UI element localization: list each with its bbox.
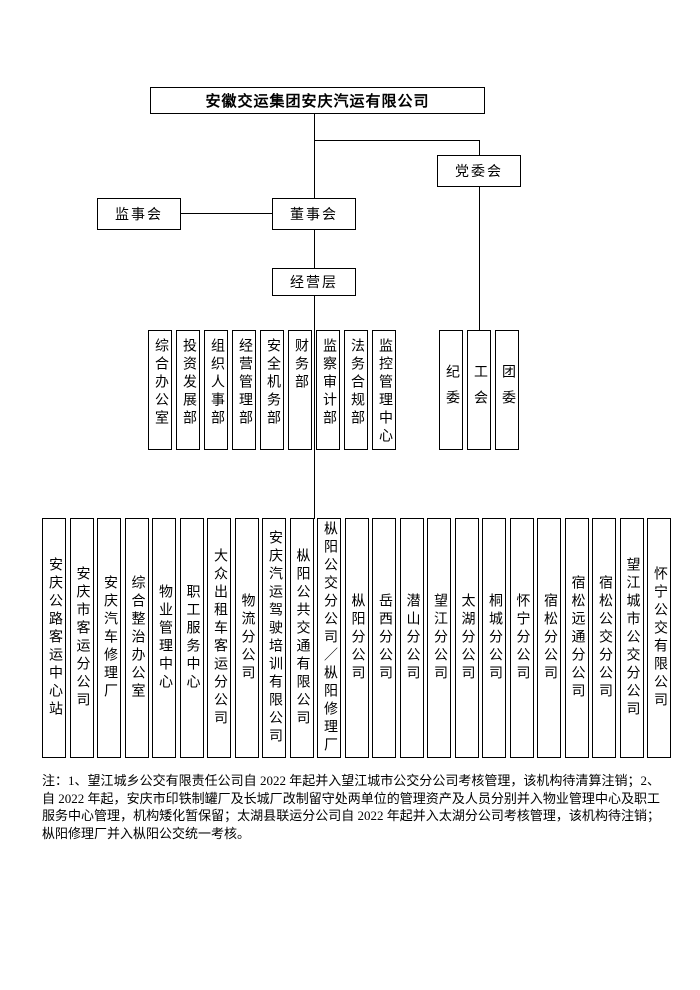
subsidiary-box: 潜山分公司 <box>399 518 424 758</box>
subsidiary-box: 职工服务中心 <box>179 518 204 758</box>
department-label: 监察审计部 <box>321 338 336 428</box>
subsidiary-label: 安庆汽车修理厂 <box>102 575 117 701</box>
subsidiary-label: 桐城分公司 <box>487 593 502 683</box>
subsidiary-box: 望江城市公交分公司 <box>619 518 644 758</box>
party-branch-hline <box>314 140 479 141</box>
root-company-box: 安徽交运集团安庆汽运有限公司 <box>150 87 485 114</box>
subsidiary-label: 怀宁公交有限公司 <box>652 566 667 710</box>
subsidiary-box: 太湖分公司 <box>454 518 479 758</box>
subsidiary-label: 安庆汽运驾驶培训有限公司 <box>267 530 282 746</box>
subsidiary-label: 宿松远通分公司 <box>569 575 585 701</box>
subsidiary-box: 枞阳公共交通有限公司 <box>289 518 314 758</box>
party-branches-row: 纪委 工会 团委 <box>439 330 519 450</box>
department-box: 综合办公室 <box>148 330 172 450</box>
subsidiary-label: 望江分公司 <box>432 593 447 683</box>
subsidiary-label: 怀宁分公司 <box>514 593 530 683</box>
subsidiary-label: 综合整治办公室 <box>129 575 145 701</box>
subsidiary-box: 枞阳分公司 <box>344 518 369 758</box>
departments-row: 综合办公室 投资发展部 组织人事部 经营管理部 安全机务部 财务部 监察审计部 … <box>148 330 396 450</box>
committee-box: 团委 <box>495 330 519 450</box>
committee-label: 团委 <box>500 364 515 416</box>
committee-box: 工会 <box>467 330 491 450</box>
board-management-vline <box>314 230 315 268</box>
trunk-line-lower <box>314 296 315 519</box>
subsidiary-label: 安庆公路客运中心站 <box>47 557 62 719</box>
department-box: 投资发展部 <box>176 330 200 450</box>
subsidiary-box: 安庆汽运驾驶培训有限公司 <box>262 518 286 758</box>
department-label: 财务部 <box>293 338 308 392</box>
supervisory-hline <box>181 213 272 214</box>
department-label: 监控管理中心 <box>377 338 392 446</box>
subsidiary-box: 安庆公路客运中心站 <box>42 518 66 758</box>
subsidiary-box: 宿松公交分公司 <box>592 518 616 758</box>
department-label: 投资发展部 <box>181 338 196 428</box>
subsidiaries-row: 安庆公路客运中心站 安庆市客运分公司 安庆汽车修理厂 综合整治办公室 物业管理中… <box>42 518 671 758</box>
subsidiary-box: 物业管理中心 <box>152 518 176 758</box>
department-box: 监察审计部 <box>316 330 340 450</box>
subsidiary-label: 大众出租车客运分公司 <box>212 548 227 728</box>
subsidiary-label: 物流分公司 <box>239 593 255 683</box>
subsidiary-box: 望江分公司 <box>427 518 451 758</box>
subsidiary-label: 宿松公交分公司 <box>597 575 612 701</box>
party-branches-vline <box>479 187 480 330</box>
department-label: 组织人事部 <box>209 338 224 428</box>
committee-label: 纪委 <box>444 364 459 416</box>
party-branch-vline <box>479 140 480 155</box>
department-label: 综合办公室 <box>153 338 168 428</box>
department-label: 安全机务部 <box>265 338 280 428</box>
committee-box: 纪委 <box>439 330 463 450</box>
party-committee-box: 党委会 <box>437 155 521 187</box>
department-box: 法务合规部 <box>344 330 368 450</box>
supervisory-board-box: 监事会 <box>97 198 181 230</box>
subsidiary-box: 安庆汽车修理厂 <box>97 518 121 758</box>
subsidiary-label: 宿松分公司 <box>542 593 557 683</box>
board-of-directors-box: 董事会 <box>272 198 356 230</box>
committee-label: 工会 <box>472 364 487 416</box>
subsidiary-box: 宿松分公司 <box>537 518 561 758</box>
subsidiary-box: 大众出租车客运分公司 <box>207 518 231 758</box>
subsidiary-box: 物流分公司 <box>234 518 259 758</box>
subsidiary-label: 望江城市公交分公司 <box>624 557 640 719</box>
department-box: 财务部 <box>288 330 312 450</box>
subsidiary-label: 潜山分公司 <box>404 593 420 683</box>
department-label: 法务合规部 <box>349 338 364 428</box>
department-box: 安全机务部 <box>260 330 284 450</box>
management-box: 经营层 <box>272 268 356 296</box>
department-box: 监控管理中心 <box>372 330 396 450</box>
subsidiary-label: 枞阳公共交通有限公司 <box>294 548 310 728</box>
subsidiary-label: 职工服务中心 <box>184 584 200 692</box>
subsidiary-label: 岳西分公司 <box>377 593 392 683</box>
subsidiary-label: 安庆市客运分公司 <box>74 566 90 710</box>
department-label: 经营管理部 <box>237 338 252 428</box>
subsidiary-box: 岳西分公司 <box>372 518 396 758</box>
subsidiary-label: 物业管理中心 <box>157 584 172 692</box>
subsidiary-box: 安庆市客运分公司 <box>69 518 94 758</box>
subsidiary-box: 桐城分公司 <box>482 518 506 758</box>
subsidiary-box: 怀宁公交有限公司 <box>647 518 671 758</box>
footnote: 注：1、望江城乡公交有限责任公司自 2022 年起并入望江城市公交分公司考核管理… <box>42 773 660 841</box>
department-box: 组织人事部 <box>204 330 228 450</box>
subsidiary-label: 枞阳分公司 <box>349 593 365 683</box>
subsidiary-box: 综合整治办公室 <box>124 518 149 758</box>
trunk-line-upper <box>314 114 315 198</box>
subsidiary-box: 宿松远通分公司 <box>564 518 589 758</box>
subsidiary-label: 太湖分公司 <box>459 593 475 683</box>
department-box: 经营管理部 <box>232 330 256 450</box>
subsidiary-label: 枞阳公交分公司／枞阳修理厂 <box>322 521 337 755</box>
subsidiary-box: 怀宁分公司 <box>509 518 534 758</box>
subsidiary-box: 枞阳公交分公司／枞阳修理厂 <box>317 518 341 758</box>
